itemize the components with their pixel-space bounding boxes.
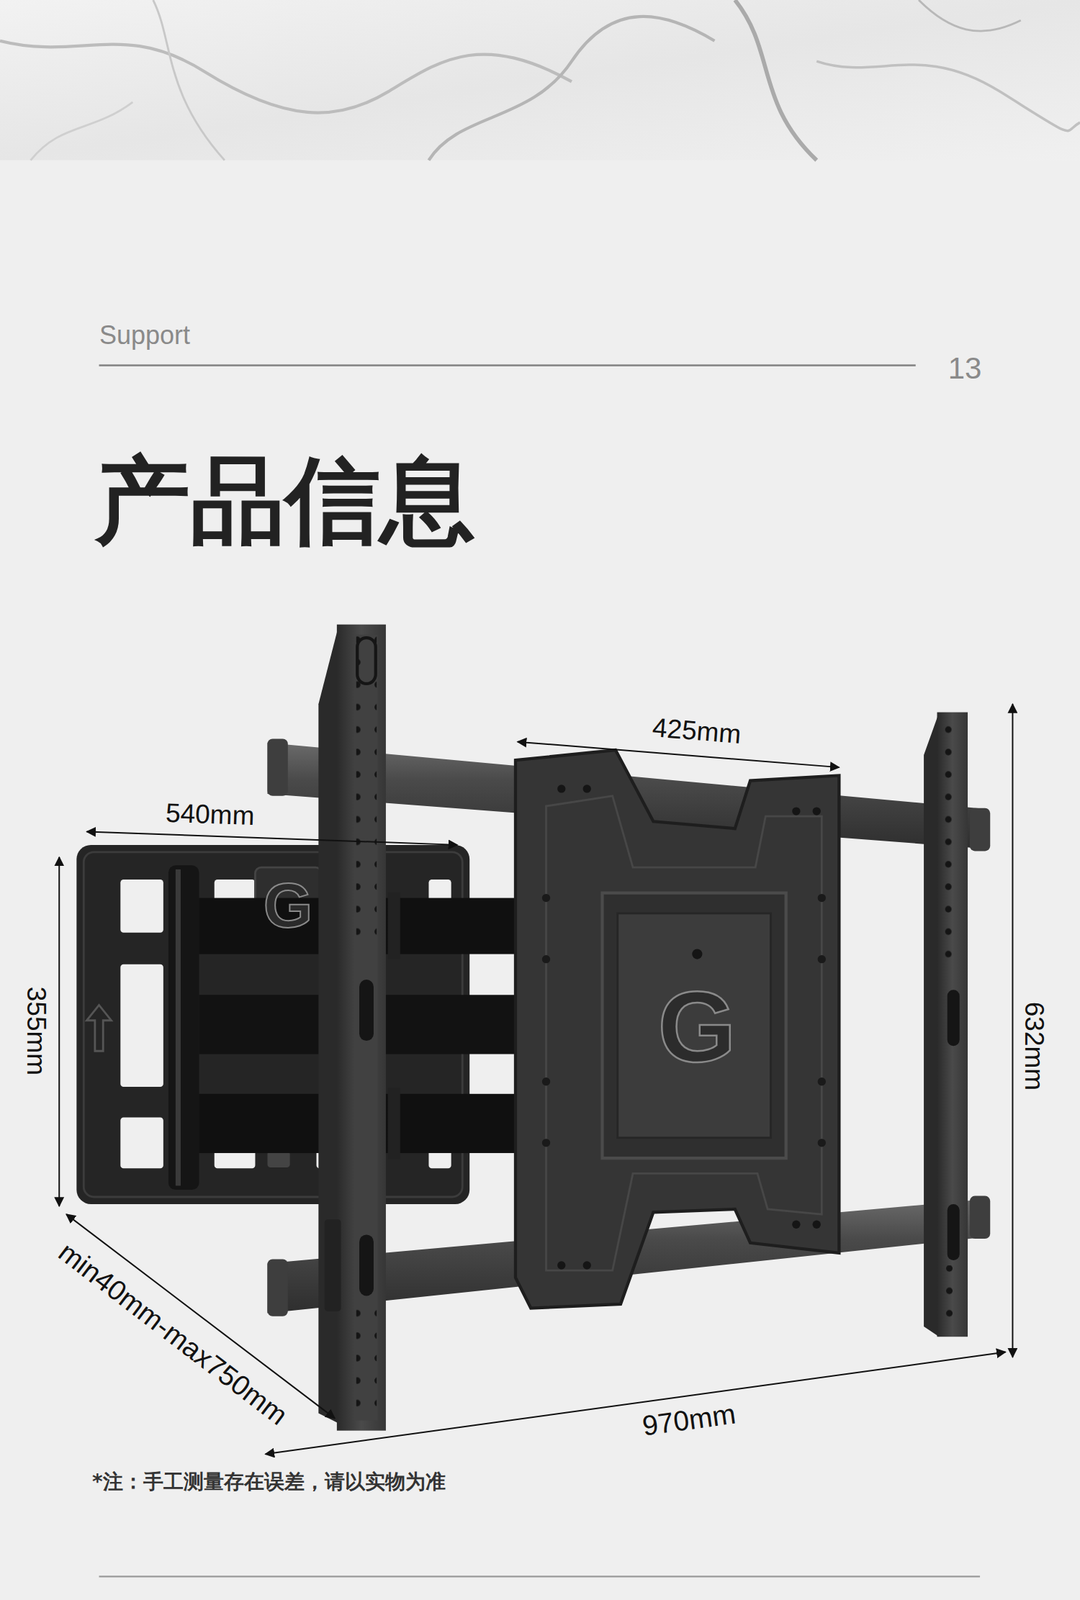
illustration-part xyxy=(812,1221,821,1230)
illustration-part xyxy=(735,0,817,161)
logo-letter: G xyxy=(263,872,313,939)
illustration-part xyxy=(517,742,840,768)
illustration-part xyxy=(583,1261,592,1270)
illustration-part xyxy=(58,857,60,1207)
illustration-part xyxy=(617,913,772,1139)
illustration-part xyxy=(817,1077,826,1086)
illustration-part xyxy=(792,1221,800,1230)
illustration-part xyxy=(923,712,939,1338)
header-rule xyxy=(99,364,916,367)
illustration-part xyxy=(356,635,377,942)
illustration-part xyxy=(324,1219,342,1312)
page-title: 产品信息 xyxy=(95,450,476,551)
illustration-part xyxy=(1011,704,1014,1358)
illustration-part xyxy=(943,1265,963,1327)
illustration-part xyxy=(542,894,551,903)
illustration-part xyxy=(175,869,181,1186)
illustration-part xyxy=(515,750,839,1309)
footer-rule xyxy=(99,1576,981,1578)
illustration-part xyxy=(812,807,821,816)
illustration-part xyxy=(388,1087,401,1160)
illustration-part xyxy=(66,1214,335,1420)
dimension: 632mm xyxy=(1020,1001,1049,1091)
left-rail xyxy=(318,624,386,1432)
marble-band xyxy=(0,0,1080,161)
illustration-part xyxy=(254,867,322,949)
illustration-part xyxy=(30,102,134,161)
illustration-part xyxy=(817,1139,826,1147)
illustration-part xyxy=(87,831,458,845)
illustration-part xyxy=(120,879,164,934)
illustration-part xyxy=(120,964,164,1088)
illustration-part xyxy=(557,1261,566,1270)
illustration-part xyxy=(336,624,386,1432)
right-rail xyxy=(923,712,968,1338)
illustration-part xyxy=(947,990,960,1047)
illustration-part xyxy=(816,61,1080,132)
illustration-part xyxy=(557,784,566,793)
illustration-part xyxy=(937,712,969,1338)
illustration-part xyxy=(947,1204,960,1261)
illustration-part xyxy=(267,1151,290,1168)
illustration-part xyxy=(969,808,990,852)
dimension: 355mm xyxy=(22,986,51,1075)
illustration-part xyxy=(0,41,572,114)
illustration-part xyxy=(428,16,715,161)
illustration-part xyxy=(120,1117,164,1169)
illustration-part xyxy=(388,893,401,960)
illustration-part xyxy=(918,0,1021,31)
illustration-part xyxy=(87,1005,112,1052)
dimension: 970mm xyxy=(640,1399,738,1442)
illustration-part xyxy=(267,1259,288,1317)
illustration-part xyxy=(546,796,823,1271)
illustration-part xyxy=(601,893,786,1160)
illustration-part xyxy=(359,979,374,1042)
illustration-part xyxy=(542,1139,551,1147)
dimension: 425mm xyxy=(651,714,743,749)
illustration-part xyxy=(542,1077,551,1086)
illustration-part xyxy=(583,784,592,793)
illustration-part xyxy=(969,1196,990,1240)
illustration-part xyxy=(691,948,702,960)
illustration-part xyxy=(943,719,962,965)
illustration-part xyxy=(265,1352,1006,1455)
illustration-part xyxy=(267,738,288,796)
logo-letter: G xyxy=(658,974,737,1080)
illustration-part xyxy=(359,1234,374,1296)
page-number: 13 xyxy=(948,352,983,385)
illustration-part xyxy=(356,1306,377,1420)
illustration-part xyxy=(792,807,800,816)
note: *注：手工测量存在误差，请以实物为准 xyxy=(92,1471,446,1493)
illustration-part xyxy=(817,955,826,964)
dimension: 540mm xyxy=(165,799,256,831)
illustration-part xyxy=(817,894,826,903)
illustration-part xyxy=(357,637,376,684)
dimension: min40mm-max750mm xyxy=(53,1237,294,1432)
illustration-part xyxy=(168,865,200,1191)
center-plate xyxy=(515,750,839,1309)
illustration-part xyxy=(354,635,378,1422)
illustration-part xyxy=(153,0,225,161)
illustration-part xyxy=(0,0,1080,161)
illustration-part xyxy=(542,955,551,964)
section-label: Support xyxy=(99,321,191,350)
